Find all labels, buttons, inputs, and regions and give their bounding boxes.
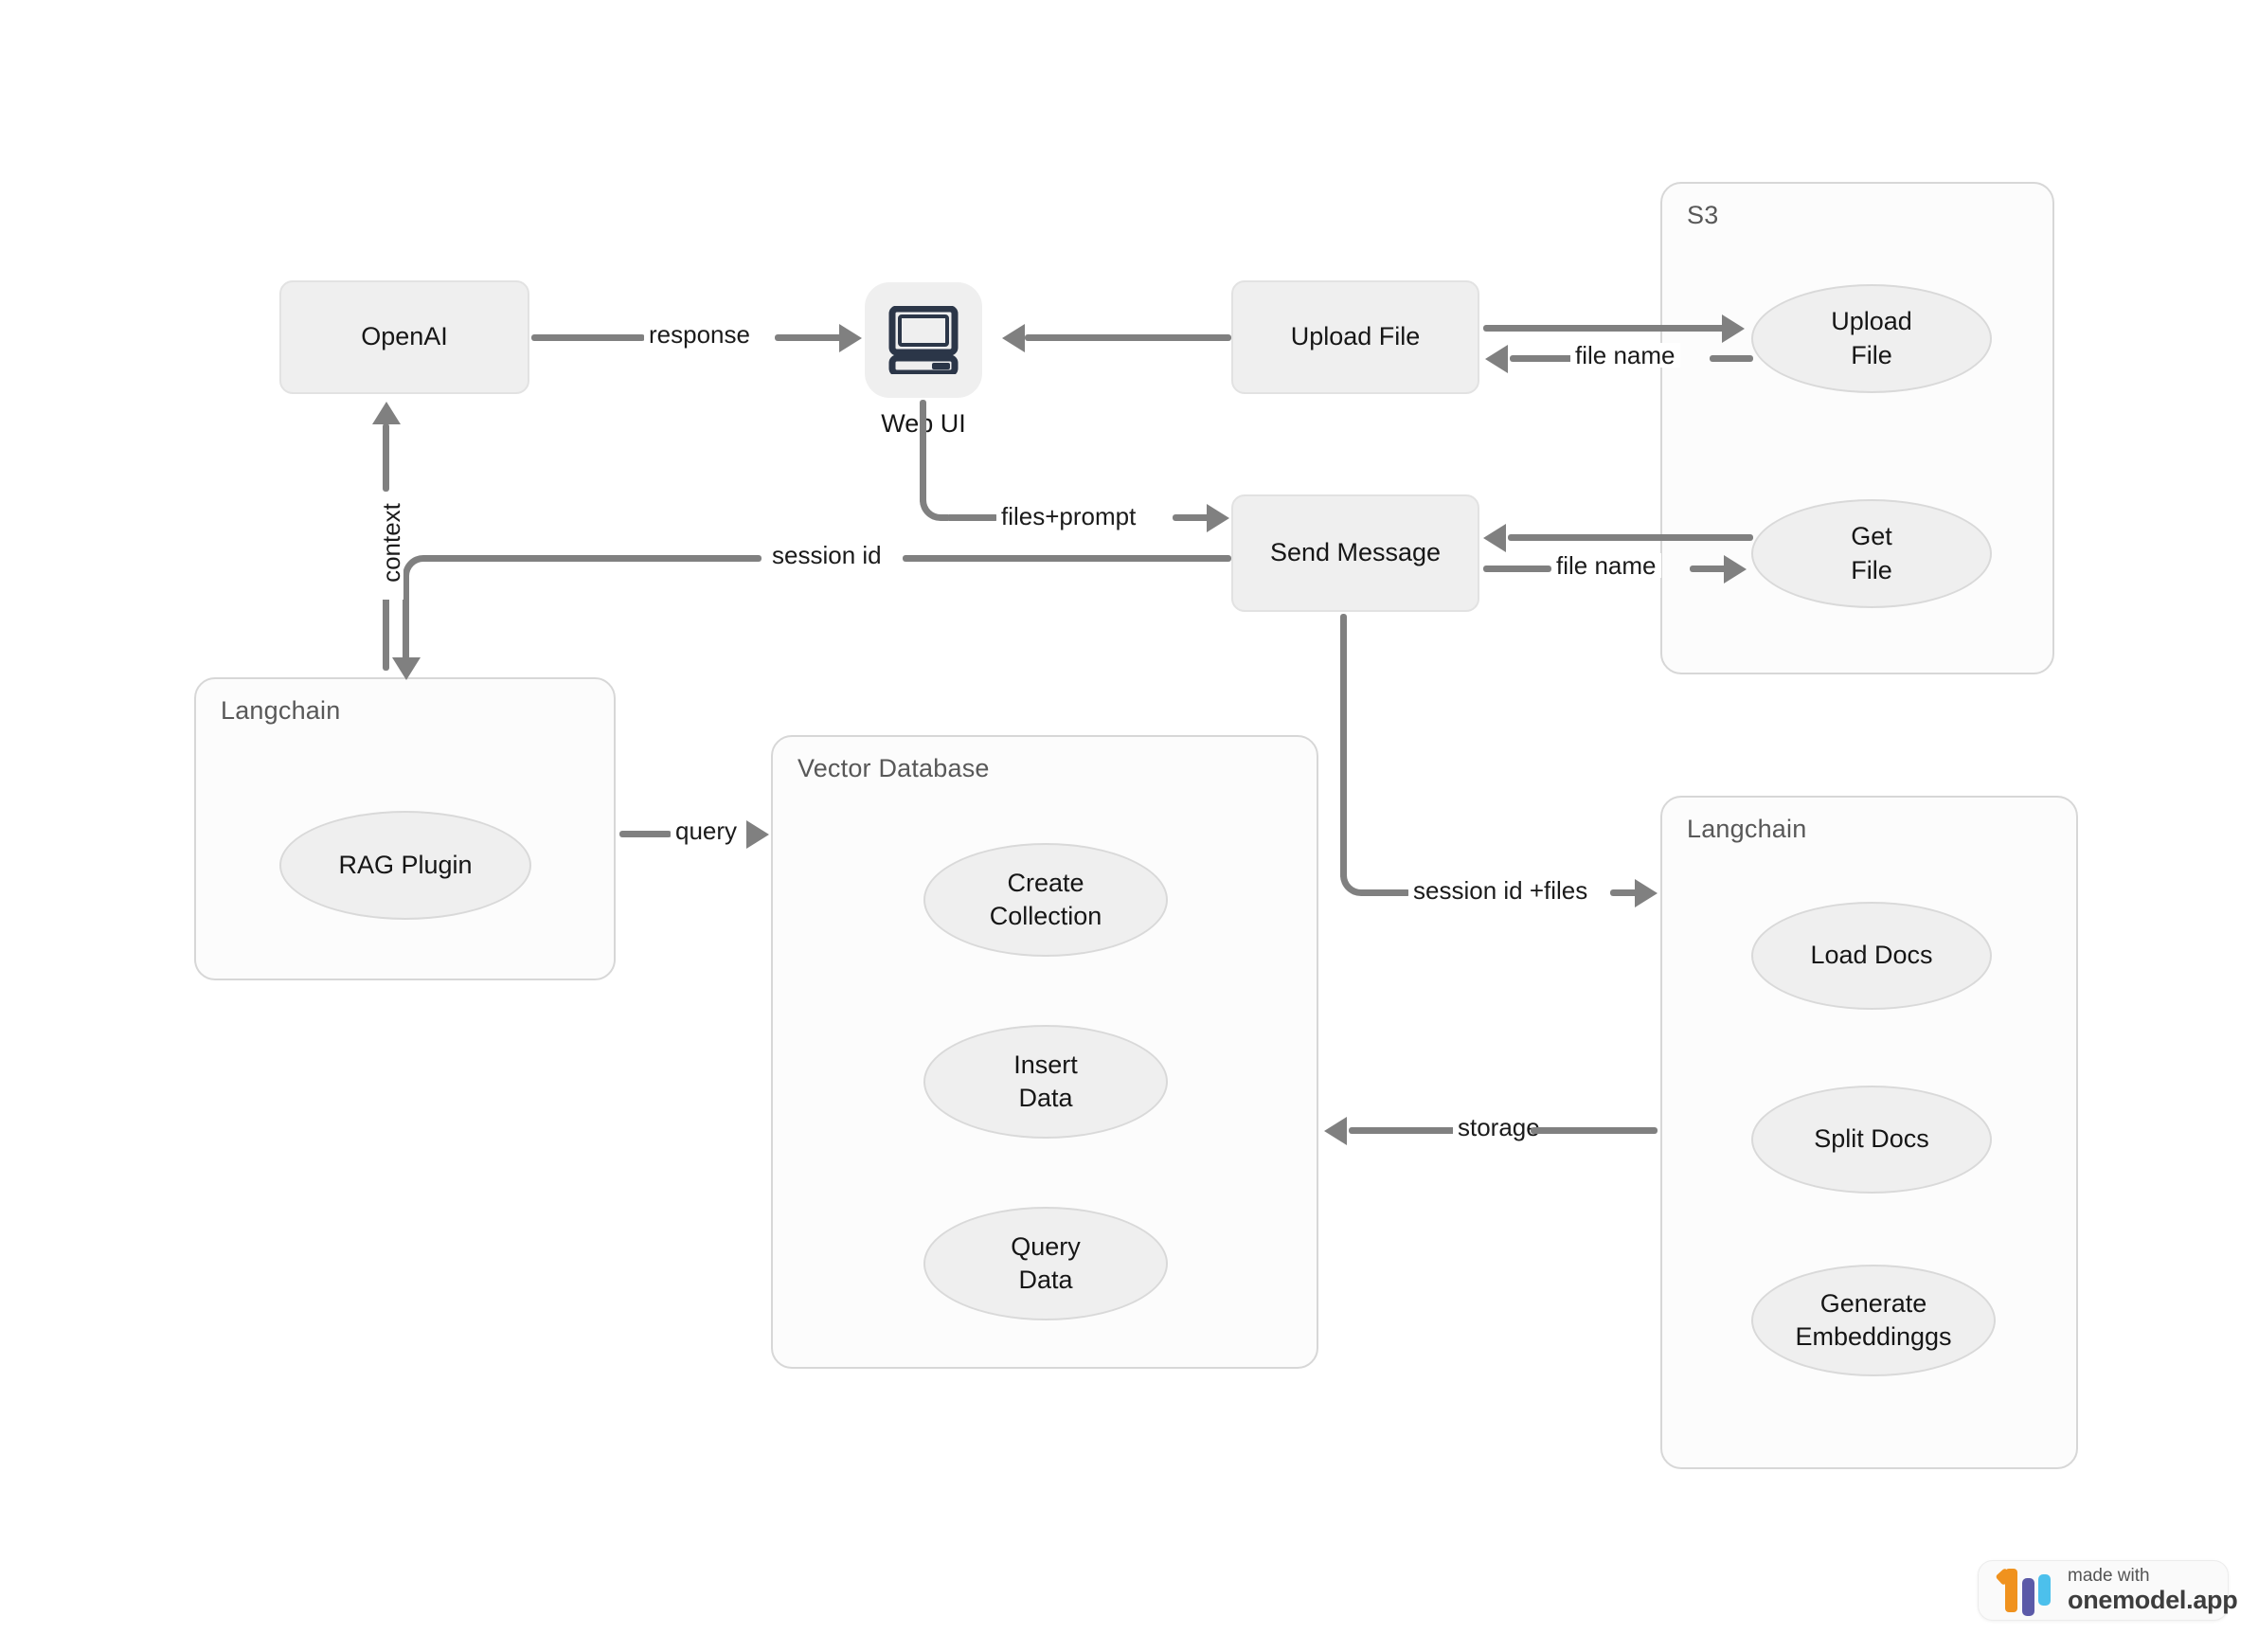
node-s3-get-file[interactable]: Get File (1751, 499, 1992, 608)
node-web-ui[interactable] (865, 282, 982, 398)
node-rag-plugin-label: RAG Plugin (338, 850, 473, 879)
node-upload-file[interactable]: Upload File (1231, 280, 1479, 394)
onemodel-badge[interactable]: made with onemodel.app (1978, 1560, 2238, 1621)
edge-session-id-segment-left (700, 555, 762, 562)
edge-getfile-to-send-line (1508, 534, 1753, 541)
edge-session-id-corner (403, 555, 706, 593)
edge-s3-filename-segment-right (1710, 355, 1753, 362)
edge-query-segment-left (619, 831, 672, 837)
edge-storage-arrowhead (1324, 1117, 1347, 1145)
edge-session-id-vertical (403, 587, 409, 669)
edge-files-prompt-label: files+prompt (996, 504, 1141, 529)
edge-session-files-vertical (1340, 614, 1347, 879)
edge-query-arrowhead (746, 820, 769, 849)
node-upload-file-label: Upload File (1290, 322, 1421, 351)
edge-getfile-to-send-arrowhead (1483, 524, 1506, 552)
edge-s3-filename-arrowhead (1485, 345, 1508, 373)
node-send-message[interactable]: Send Message (1231, 494, 1479, 612)
group-langchain-rag-title: Langchain (221, 696, 341, 725)
edge-files-prompt-arrowhead (1207, 504, 1229, 532)
node-generate-embeddings-label: Generate Embeddinggs (1795, 1288, 1952, 1351)
node-create-collection-label: Create Collection (989, 868, 1102, 930)
node-insert-data-label: Insert Data (1013, 1050, 1078, 1112)
edge-upload-to-webui-arrowhead (1002, 324, 1025, 352)
node-query-data[interactable]: Query Data (923, 1207, 1168, 1320)
edge-files-prompt-segment-right (1173, 514, 1210, 521)
edge-files-prompt-segment (946, 514, 998, 521)
node-split-docs-label: Split Docs (1814, 1124, 1929, 1154)
edge-query-label: query (671, 818, 743, 843)
desktop-computer-icon (888, 306, 959, 374)
edge-send-filename-arrowhead (1724, 555, 1747, 584)
node-send-message-label: Send Message (1269, 538, 1442, 567)
edge-context-lower (383, 585, 389, 671)
edge-upload-to-webui-line (1025, 334, 1231, 341)
edge-send-filename-label: file name (1551, 553, 1661, 578)
edge-context-upper (383, 423, 389, 492)
node-query-data-label: Query Data (1011, 1231, 1081, 1294)
edge-send-filename-segment-right (1690, 566, 1728, 572)
edge-upload-to-s3-arrowhead (1722, 314, 1745, 343)
node-openai[interactable]: OpenAI (279, 280, 529, 394)
edge-storage-segment-left (1349, 1127, 1457, 1134)
edge-response-arrowhead (839, 324, 862, 352)
group-s3-title: S3 (1687, 201, 1719, 229)
group-langchain-ingest-title: Langchain (1687, 815, 1807, 843)
node-generate-embeddings[interactable]: Generate Embeddinggs (1751, 1265, 1996, 1376)
node-s3-get-file-label: Get File (1851, 522, 1892, 584)
edge-context-arrowhead (372, 402, 401, 424)
edge-session-files-segment-right (1610, 889, 1639, 896)
edge-response-segment-left (531, 334, 645, 341)
edge-session-id-label: session id (767, 543, 887, 567)
edge-send-filename-segment-left (1483, 566, 1551, 572)
onemodel-badge-text: made with onemodel.app (2068, 1565, 2238, 1615)
edge-session-files-segment (1373, 889, 1410, 896)
edge-storage-label: storage (1453, 1115, 1545, 1140)
edge-response-label: response (644, 322, 755, 347)
node-openai-label: OpenAI (361, 322, 448, 351)
edge-upload-to-s3-line (1483, 325, 1725, 332)
edge-context-label: context (377, 486, 405, 600)
edge-session-files-arrowhead (1635, 879, 1658, 907)
edge-session-files-corner (1340, 853, 1378, 896)
edge-s3-filename-label: file name (1570, 343, 1680, 368)
node-insert-data[interactable]: Insert Data (923, 1025, 1168, 1139)
edge-session-id-segment-right (903, 555, 1231, 562)
group-vector-database-title: Vector Database (797, 754, 990, 782)
node-create-collection[interactable]: Create Collection (923, 843, 1168, 957)
node-s3-upload-file-label: Upload File (1831, 307, 1912, 369)
edge-files-prompt-corner (920, 481, 948, 521)
edge-session-id-arrowhead (392, 657, 421, 680)
node-load-docs[interactable]: Load Docs (1751, 902, 1992, 1010)
edge-files-prompt-vertical (920, 400, 926, 504)
onemodel-logo-icon (1999, 1569, 2051, 1616)
badge-product-label: onemodel.app (2068, 1585, 2238, 1614)
edge-session-files-label: session id +files (1408, 878, 1593, 903)
node-rag-plugin[interactable]: RAG Plugin (279, 811, 531, 920)
node-load-docs-label: Load Docs (1810, 941, 1933, 970)
edge-storage-segment-right (1531, 1127, 1658, 1134)
node-split-docs[interactable]: Split Docs (1751, 1086, 1992, 1194)
node-s3-upload-file[interactable]: Upload File (1751, 284, 1992, 393)
edge-s3-filename-segment-left (1510, 355, 1574, 362)
edge-response-segment-right (775, 334, 843, 341)
badge-made-with-label: made with (2068, 1565, 2150, 1586)
